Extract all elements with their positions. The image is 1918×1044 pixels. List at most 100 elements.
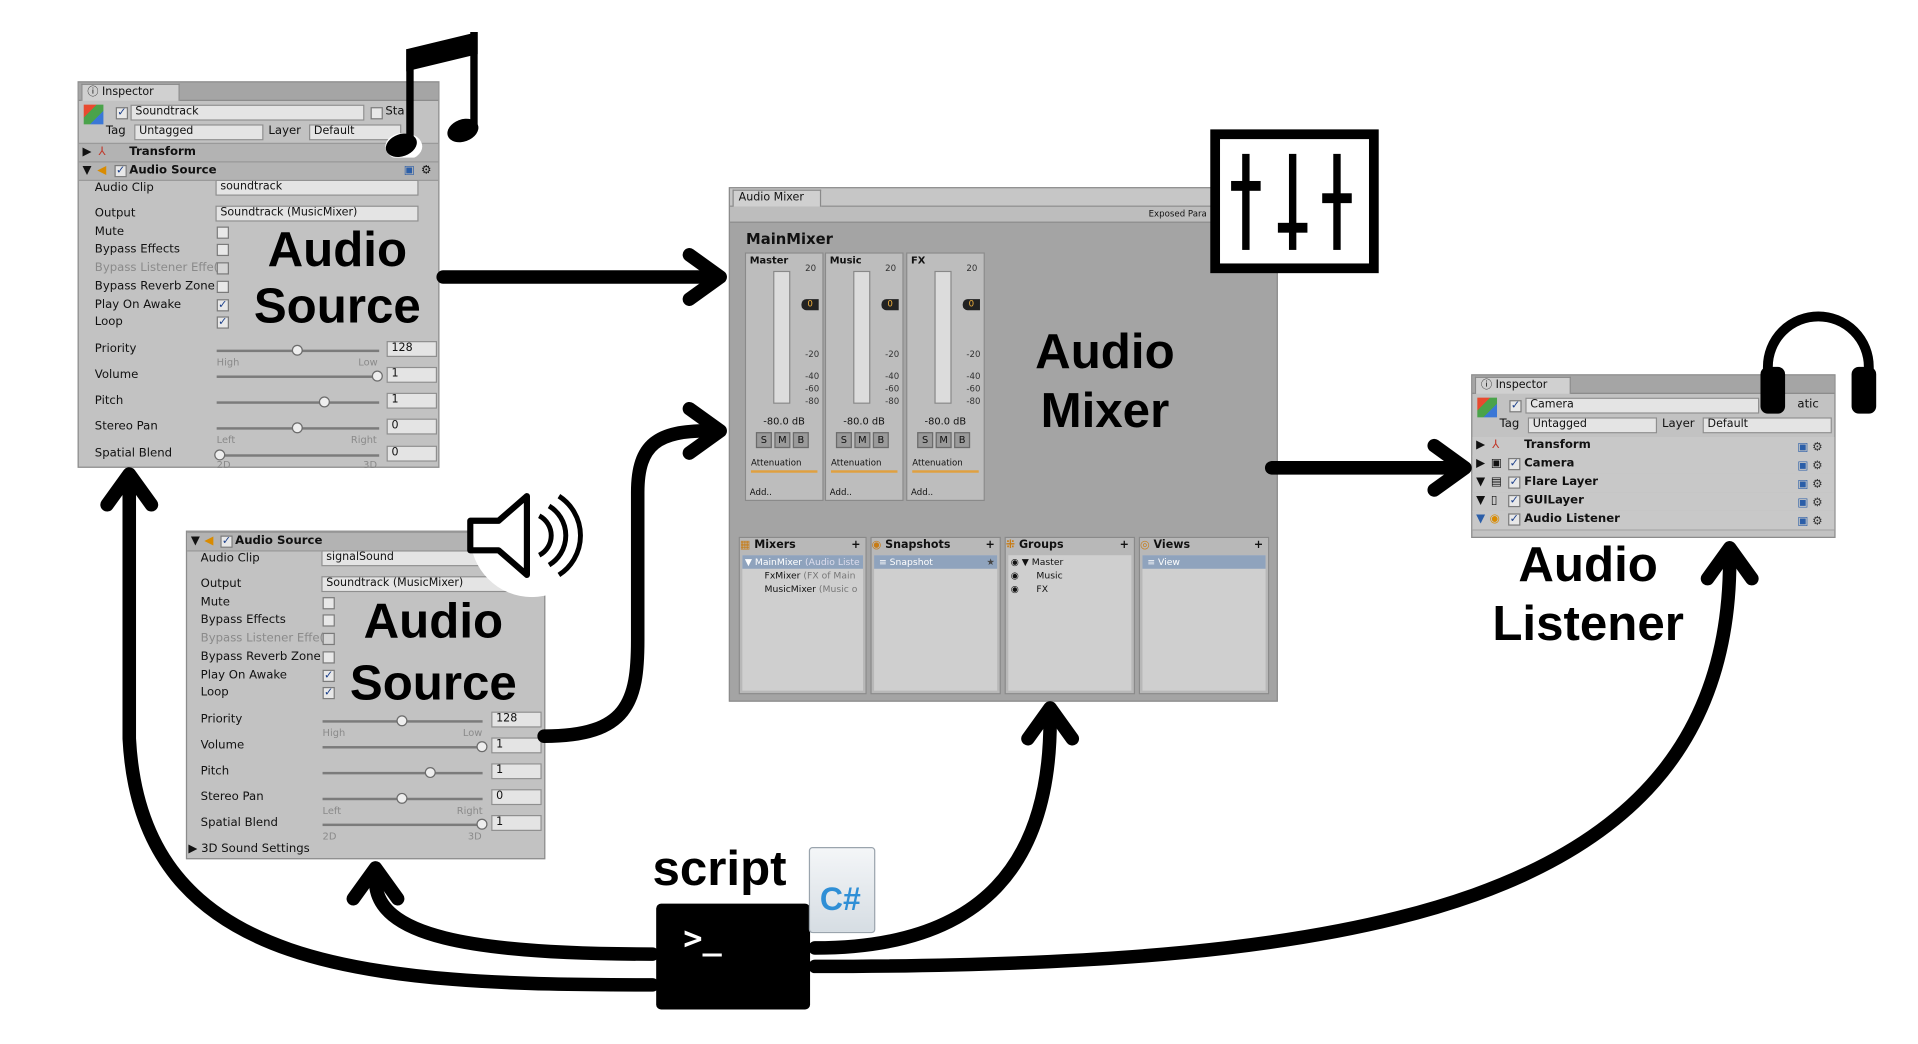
tag-dropdown[interactable]: Untagged: [134, 124, 264, 141]
object-name-field[interactable]: Camera: [1525, 397, 1760, 414]
bypass-reverb-checkbox[interactable]: [322, 651, 335, 664]
eye-icon[interactable]: ◉: [1010, 569, 1019, 582]
pitch-field[interactable]: 1: [491, 763, 542, 780]
pitch-slider-knob[interactable]: [424, 766, 436, 779]
output-field[interactable]: Soundtrack (MusicMixer): [215, 205, 419, 222]
bypass-button[interactable]: B: [872, 432, 889, 449]
spatial-blend-slider[interactable]: [322, 823, 483, 827]
gear-icon[interactable]: ⚙: [1812, 496, 1823, 510]
loop-checkbox[interactable]: ✓: [216, 316, 229, 329]
play-on-awake-checkbox[interactable]: ✓: [322, 669, 335, 683]
inspector-tab[interactable]: ⓘ Inspector: [81, 83, 180, 101]
bypass-listener-checkbox[interactable]: [322, 632, 335, 646]
add-view-button[interactable]: +: [1253, 539, 1264, 552]
list-item[interactable]: MusicMixer (Music o: [764, 583, 858, 595]
stereo-pan-slider-knob[interactable]: [291, 422, 303, 434]
priority-slider-knob[interactable]: [396, 715, 408, 727]
help-icon[interactable]: ▣ ⚙: [1797, 496, 1823, 510]
level-marker[interactable]: 0: [881, 299, 899, 311]
volume-field[interactable]: 1: [491, 737, 542, 754]
volume-slider[interactable]: [216, 375, 380, 378]
bypass-effects-checkbox[interactable]: [322, 614, 335, 627]
volume-slider[interactable]: [322, 746, 483, 749]
mute-button[interactable]: M: [774, 432, 791, 449]
priority-field[interactable]: 128: [386, 341, 438, 358]
output-field[interactable]: Soundtrack (MusicMixer): [321, 576, 531, 593]
list-item[interactable]: ◉ Music: [1010, 569, 1063, 582]
spatial-blend-field[interactable]: 1: [491, 814, 542, 831]
tag-dropdown[interactable]: Untagged: [1527, 417, 1658, 434]
layer-dropdown[interactable]: Default: [1702, 417, 1832, 434]
object-name-field[interactable]: Soundtrack: [130, 104, 365, 121]
pitch-slider[interactable]: [216, 401, 380, 404]
component-enabled-checkbox[interactable]: ✓: [220, 535, 233, 548]
gear-icon[interactable]: ⚙: [1812, 477, 1823, 492]
bypass-button[interactable]: B: [954, 432, 971, 449]
add-snapshot-button[interactable]: +: [985, 539, 995, 552]
help-icon[interactable]: ▣ ⚙: [1797, 477, 1823, 492]
stereo-pan-field[interactable]: 0: [386, 418, 438, 435]
level-marker[interactable]: 0: [962, 299, 980, 311]
list-item[interactable]: ◉ FX: [1010, 583, 1049, 595]
volume-slider-knob[interactable]: [476, 741, 488, 753]
attenuation-slot[interactable]: Attenuation: [912, 456, 979, 473]
spatial-blend-slider-knob[interactable]: [214, 449, 226, 461]
eye-icon[interactable]: ◉: [1010, 583, 1019, 595]
spatial-blend-field[interactable]: 0: [386, 445, 438, 462]
bypass-listener-checkbox[interactable]: [216, 262, 229, 275]
list-item[interactable]: ◉ ▼ Master: [1010, 556, 1064, 568]
mute-checkbox[interactable]: [216, 226, 229, 239]
volume-field[interactable]: 1: [386, 366, 438, 383]
loop-checkbox[interactable]: ✓: [322, 686, 335, 700]
priority-field[interactable]: 128: [491, 711, 542, 728]
mute-checkbox[interactable]: [322, 597, 335, 610]
stereo-pan-slider-knob[interactable]: [396, 792, 408, 804]
help-icon[interactable]: ▣ ⚙: [1797, 459, 1823, 473]
solo-button[interactable]: S: [755, 432, 772, 449]
mute-button[interactable]: M: [935, 432, 952, 449]
pitch-slider[interactable]: [322, 771, 483, 775]
component-row-transform[interactable]: ▶ ⅄ Transform: [1472, 437, 1835, 457]
list-item[interactable]: ≡ Snapshot★: [874, 555, 998, 569]
solo-button[interactable]: S: [835, 432, 852, 449]
active-checkbox[interactable]: ✓: [1509, 400, 1522, 413]
pitch-field[interactable]: 1: [386, 392, 438, 409]
solo-button[interactable]: S: [917, 432, 934, 449]
gear-icon[interactable]: ⚙: [1812, 440, 1823, 455]
inspector-tab[interactable]: ⓘ Inspector: [1474, 376, 1571, 394]
help-icon[interactable]: ▣ ⚙: [1797, 440, 1823, 455]
eye-icon[interactable]: ◉: [1010, 556, 1019, 568]
component-enabled-checkbox[interactable]: ✓: [1508, 494, 1521, 508]
bypass-effects-checkbox[interactable]: [216, 243, 229, 257]
exposed-params-button[interactable]: Exposed Para: [1148, 209, 1207, 220]
sound-settings-foldout[interactable]: ▶ 3D Sound Settings: [188, 842, 309, 857]
volume-slider-knob[interactable]: [371, 370, 383, 382]
component-row-audio-listener[interactable]: ▼ ◉ ✓ Audio Listener: [1472, 510, 1835, 531]
priority-slider-knob[interactable]: [291, 344, 303, 356]
active-checkbox[interactable]: ✓: [115, 107, 129, 120]
component-enabled-checkbox[interactable]: ✓: [1508, 476, 1521, 489]
attenuation-slot[interactable]: Attenuation: [830, 456, 898, 473]
spatial-blend-slider-knob[interactable]: [476, 818, 488, 830]
help-icon[interactable]: ▣: [403, 163, 415, 178]
static-checkbox[interactable]: [370, 107, 383, 120]
help-icon[interactable]: ▣ ⚙: [1797, 514, 1823, 529]
gear-icon[interactable]: ⚙: [1812, 459, 1823, 473]
pitch-slider-knob[interactable]: [318, 396, 330, 408]
layer-dropdown[interactable]: Default: [309, 124, 402, 141]
play-on-awake-checkbox[interactable]: ✓: [216, 299, 229, 312]
add-group-button[interactable]: +: [1119, 539, 1129, 552]
bypass-reverb-checkbox[interactable]: [216, 280, 229, 294]
component-enabled-checkbox[interactable]: ✓: [1508, 457, 1521, 471]
bypass-button[interactable]: B: [792, 432, 809, 449]
list-item[interactable]: ≡ View: [1142, 555, 1266, 569]
component-enabled-checkbox[interactable]: ✓: [1508, 513, 1521, 526]
add-effect-button[interactable]: Add..: [829, 487, 852, 498]
gear-icon[interactable]: ⚙: [1812, 514, 1823, 529]
list-item[interactable]: FxMixer (FX of Main: [764, 569, 856, 582]
audio-clip-field[interactable]: soundtrack: [215, 179, 419, 196]
add-effect-button[interactable]: Add..: [911, 487, 934, 498]
stereo-pan-field[interactable]: 0: [491, 789, 542, 806]
spatial-blend-slider[interactable]: [216, 454, 380, 457]
mute-button[interactable]: M: [854, 432, 871, 449]
